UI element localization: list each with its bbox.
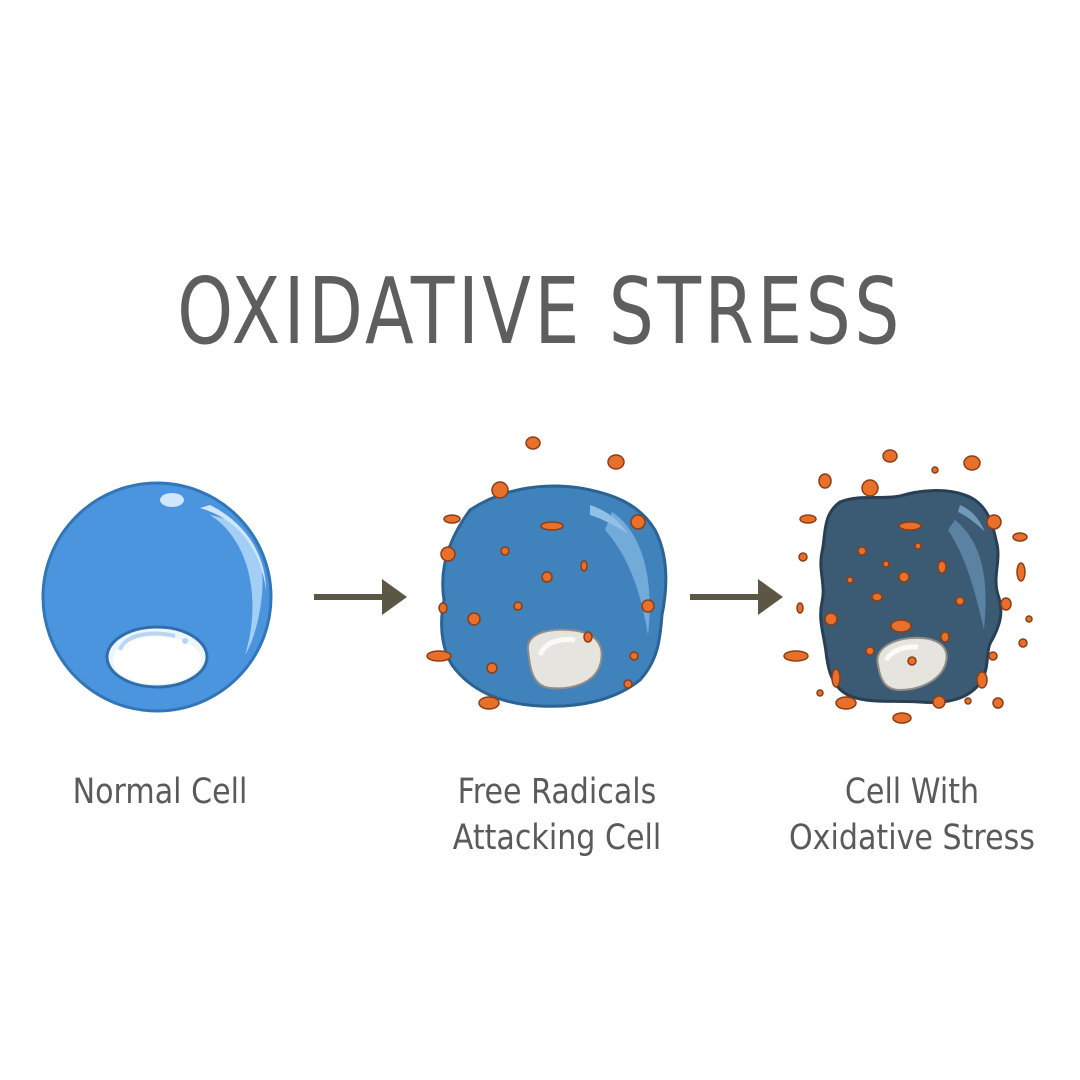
stage-label-oxidative-stress: Cell With Oxidative Stress	[774, 769, 1049, 861]
stage-label-line: Free Radicals	[457, 772, 657, 812]
stage-label-free-radicals: Free Radicals Attacking Cell	[419, 769, 694, 861]
normal-cell	[41, 481, 273, 713]
diagram-title: OXIDATIVE STRESS	[177, 258, 903, 365]
arrow-2	[690, 579, 783, 615]
normal-cell-nucleus	[105, 625, 209, 689]
stage-label-line: Attacking Cell	[452, 818, 662, 858]
stage-label-line: Normal Cell	[72, 772, 248, 812]
free-radicals	[426, 436, 1033, 724]
attacked-cell	[440, 484, 668, 708]
attacked-cell-nucleus	[526, 628, 603, 690]
stage-label-line: Cell With	[844, 772, 980, 812]
stage-label-normal-cell: Normal Cell	[22, 769, 297, 815]
arrow-1	[314, 579, 407, 615]
stage-label-line: Oxidative Stress	[788, 818, 1035, 858]
